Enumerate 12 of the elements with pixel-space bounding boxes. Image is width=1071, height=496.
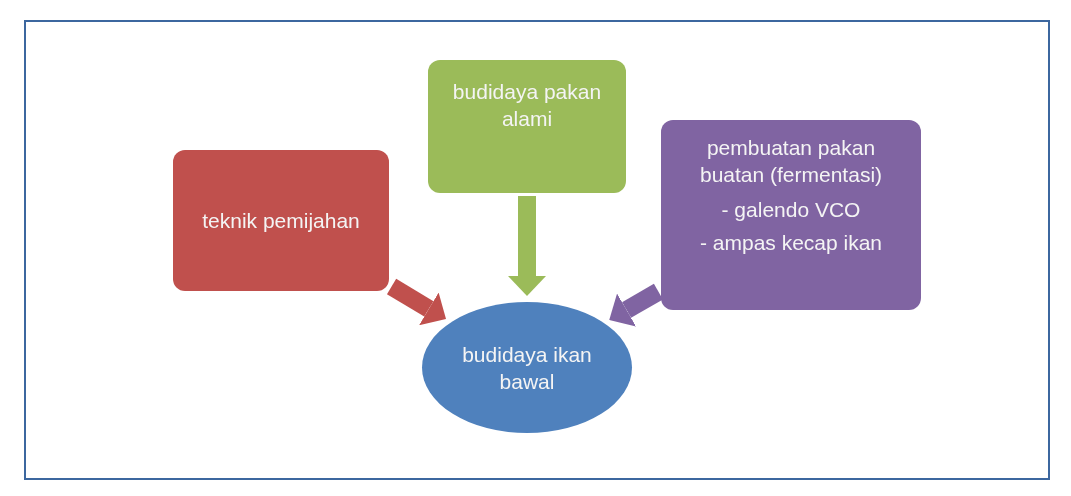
node-label: budidaya pakan alami — [451, 79, 603, 132]
block-arrow — [386, 278, 447, 326]
node-label: pembuatan pakan buatan (fermentasi) — [698, 135, 884, 188]
node-label: teknik pemijahan — [202, 208, 360, 234]
block-arrow — [508, 196, 546, 296]
process-box — [428, 60, 626, 193]
list-item: - galendo VCO — [721, 197, 861, 223]
process-box — [173, 150, 389, 291]
process-box — [661, 120, 921, 310]
node-label: budidaya ikan bawal — [461, 341, 593, 395]
block-arrow — [609, 283, 663, 327]
list-item: - ampas kecap ikan — [699, 230, 883, 256]
